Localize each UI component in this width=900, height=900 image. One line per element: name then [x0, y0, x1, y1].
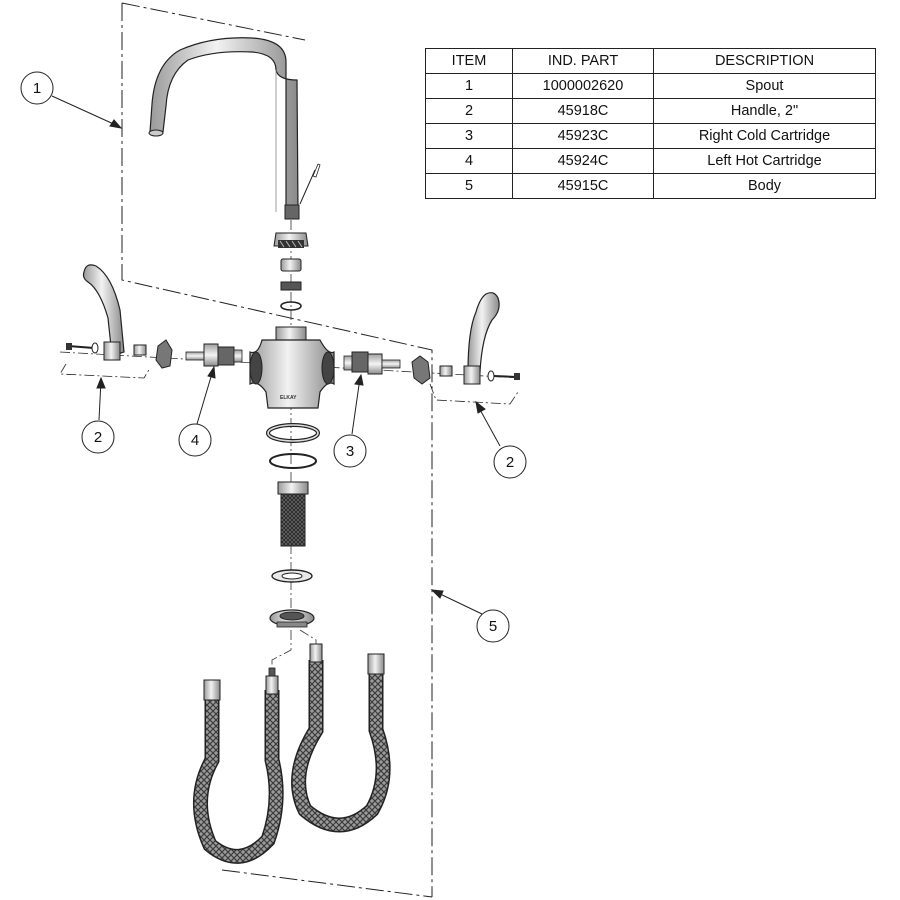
- spout-nut: [273, 232, 309, 248]
- handle-left-adapter: [133, 339, 173, 369]
- callout-handle-left: 2: [81, 420, 115, 454]
- spout-snap-ring: [280, 301, 302, 311]
- header-ind-part: IND. PART: [512, 48, 654, 74]
- svg-text:2: 2: [506, 454, 514, 471]
- part-description: Left Hot Cartridge: [653, 148, 876, 174]
- callout-body: 5: [476, 609, 510, 643]
- item-number: 3: [425, 123, 513, 149]
- handle-right-bracket: [429, 383, 519, 405]
- supply-hose-right: [291, 643, 391, 833]
- part-number: 45924C: [512, 148, 654, 174]
- parts-table-header-row: ITEM IND. PART DESCRIPTION: [425, 48, 876, 74]
- brand-mark: ELKAY: [280, 395, 297, 401]
- table-row: 1 1000002620 Spout: [425, 73, 876, 99]
- callout-handle-right: 2: [493, 445, 527, 479]
- item-number: 4: [425, 148, 513, 174]
- part-description: Handle, 2": [653, 98, 876, 124]
- svg-text:5: 5: [489, 618, 497, 635]
- callout-spout: 1: [20, 71, 54, 105]
- item-number: 2: [425, 98, 513, 124]
- callout-cold-cartridge: 3: [333, 434, 367, 468]
- svg-text:1: 1: [33, 80, 41, 97]
- spout-washer-middle: [280, 281, 302, 291]
- leader-lines: [51, 95, 501, 615]
- header-description: DESCRIPTION: [653, 48, 876, 74]
- parts-list-table: ITEM IND. PART DESCRIPTION 1 1000002620 …: [425, 48, 876, 199]
- part-number: 45923C: [512, 123, 654, 149]
- supply-hose-left: [193, 667, 284, 864]
- table-row: 3 45923C Right Cold Cartridge: [425, 123, 876, 149]
- cold-cartridge: [343, 351, 401, 375]
- part-number: 45918C: [512, 98, 654, 124]
- spout: [148, 37, 321, 220]
- mounting-nut: [269, 609, 315, 628]
- svg-text:4: 4: [191, 432, 199, 449]
- part-number: 45915C: [512, 173, 654, 199]
- table-row: 4 45924C Left Hot Cartridge: [425, 148, 876, 174]
- handle-left: [66, 264, 125, 361]
- part-description: Body: [653, 173, 876, 199]
- handle-right-adapter: [411, 355, 453, 385]
- base-o-ring: [269, 453, 317, 469]
- item-number: 5: [425, 173, 513, 199]
- header-item: ITEM: [425, 48, 513, 74]
- spout-washer-upper: [280, 258, 302, 272]
- base-gasket: [266, 423, 320, 443]
- table-row: 2 45918C Handle, 2": [425, 98, 876, 124]
- part-description: Right Cold Cartridge: [653, 123, 876, 149]
- faucet-body: ELKAY: [249, 326, 335, 409]
- svg-text:3: 3: [346, 443, 354, 460]
- part-number: 1000002620: [512, 73, 654, 99]
- handle-left-bracket: [59, 363, 151, 379]
- hot-cartridge: [185, 343, 243, 367]
- svg-text:2: 2: [94, 429, 102, 446]
- handle-right: [463, 292, 520, 385]
- table-row: 5 45915C Body: [425, 173, 876, 199]
- threaded-shank: [277, 481, 309, 547]
- callout-hot-cartridge: 4: [178, 423, 212, 457]
- item-number: 1: [425, 73, 513, 99]
- part-description: Spout: [653, 73, 876, 99]
- mounting-washer: [271, 569, 313, 583]
- body-assembly-outline: [121, 2, 433, 898]
